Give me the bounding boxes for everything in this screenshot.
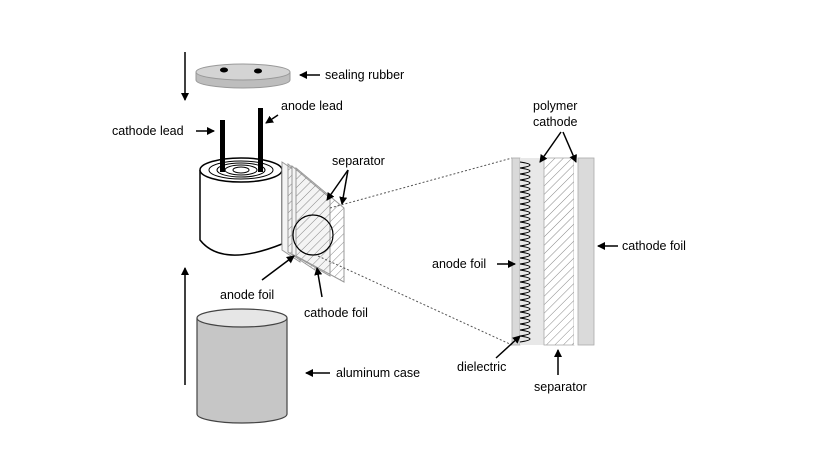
label-sealing-rubber: sealing rubber [325,68,404,82]
projection-line-bottom [317,255,513,346]
label-cathode-foil-right: cathode foil [622,239,686,253]
label-anode-foil-right: anode foil [432,257,486,271]
label-separator-left: separator [332,154,385,168]
magnify-circle [292,214,334,256]
projection-line-top [329,157,513,209]
label-separator-right: separator [534,380,587,394]
aluminum-case [196,308,288,424]
cathode-lead [220,120,225,168]
label-anode-foil-left: anode foil [220,288,274,302]
label-aluminum-case: aluminum case [336,366,420,380]
label-polymer-line1: polymer [533,99,577,113]
dielectric-wave [519,161,531,343]
sealing-rubber [195,63,291,89]
label-polymer-line2: cathode [533,115,578,129]
label-anode-lead: anode lead [281,99,343,113]
anode-lead [258,108,263,168]
label-cathode-lead: cathode lead [112,124,184,138]
wound-element [199,152,283,256]
label-cathode-foil-left: cathode foil [304,306,368,320]
foil-sheets [281,161,345,283]
cross-section [511,157,595,346]
label-dielectric: dielectric [457,360,506,374]
